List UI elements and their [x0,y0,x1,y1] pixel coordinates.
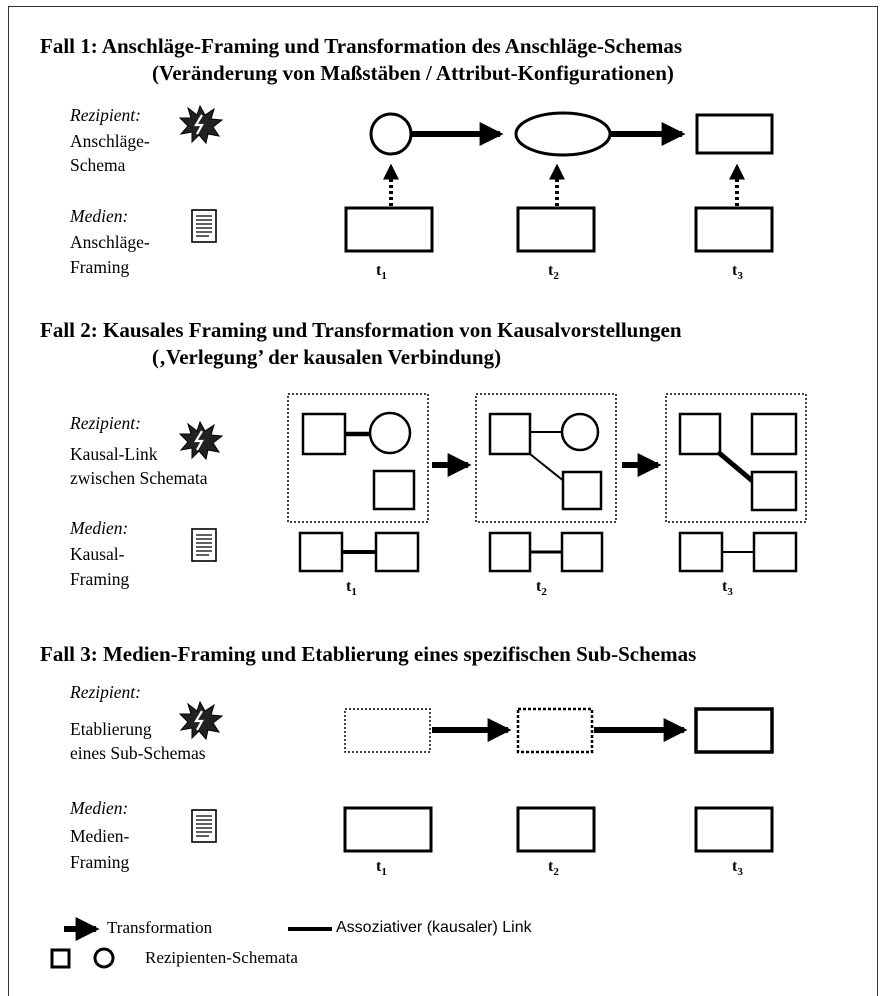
case3-media-line1: Medien- [70,826,130,846]
case2-t1-label: t1 [346,578,357,599]
burst-icon [178,420,224,461]
case2-t3-label: t3 [722,578,733,599]
case2-schema-box-t3 [665,393,807,523]
case2-t3-square-a [678,412,722,456]
document-icon [191,528,217,562]
case3-media-head: Medien: [70,798,129,818]
case2-media-t3-square-b [752,531,798,573]
case1-t3-label: t3 [732,262,743,283]
case2-t1-square-a [301,412,347,456]
case2-media-t2-square-b [560,531,604,573]
case2-t2-link-2 [529,453,566,483]
case1-t1-label: t1 [376,262,387,283]
case1-media-frame-t2 [516,206,596,253]
legend-transformation-label: Transformation [107,918,213,937]
legend-circle-schema [93,947,115,969]
case1-recipient-head: Rezipient: [70,105,141,125]
legend-schemata-label: Rezipienten-Schemata [145,948,298,967]
case2-schema-box-t1 [287,393,429,523]
case3-recipient-head: Rezipient: [70,682,141,702]
case3-t2-label: t2 [548,858,559,879]
document-icon [191,209,217,243]
legend-square-schema [50,948,71,969]
case1-recipient-line1: Anschläge- [70,131,150,151]
case3-schema-t3 [694,707,774,754]
case1-t2-label: t2 [548,262,559,283]
case1-recipient-line2: Schema [70,155,126,175]
case2-t2-label: t2 [536,578,547,599]
burst-icon [178,104,224,145]
case2-recipient-line2: zwischen Schemata [70,468,208,488]
case1-media-head: Medien: [70,206,129,226]
burst-icon [178,700,224,741]
document-icon [191,809,217,843]
case2-media-head: Medien: [70,518,129,538]
case2-recipient-line1: Kausal-Link [70,444,158,464]
case2-t2-square-b [561,470,603,511]
case1-title-line2: (Veränderung von Maßstäben / Attribut-Ko… [152,61,674,85]
case1-media-line2: Framing [70,257,130,277]
case2-recipient-head: Rezipient: [70,413,141,433]
case2-media-t1-square-b [374,531,420,573]
case2-t1-circle [368,411,412,455]
case3-title-line1: Fall 3: Medien-Framing und Etablierung e… [40,642,697,666]
case2-media-t3-square-a [678,531,724,573]
case1-media-frame-t1 [344,206,434,253]
case2-schema-box-t2 [475,393,617,523]
case2-t3-square-c [750,412,798,456]
case3-media-frame-t1 [343,806,433,853]
case2-t1-square-b [372,469,416,511]
case2-media-line1: Kausal- [70,544,125,564]
case3-t1-label: t1 [376,858,387,879]
case2-title-line2: (‚Verlegung’ der kausalen Verbindung) [152,345,502,369]
figure-frame [8,6,878,996]
case2-media-line2: Framing [70,569,130,589]
case1-schema-t1 [369,112,413,156]
case3-media-frame-t2 [516,806,596,853]
case3-t3-label: t3 [732,858,743,879]
legend-link-label: Assoziativer (kausaler) Link [336,919,532,936]
case1-title-line1: Fall 1: Anschläge-Framing und Transforma… [40,34,683,58]
case3-media-line2: Framing [70,852,130,872]
case3-schema-t2 [516,707,594,754]
case3-recipient-line1: Etablierung [70,719,152,739]
case2-media-t2-square-a [488,531,532,573]
case2-media-t1-square-a [298,531,344,573]
case1-schema-t2 [514,111,612,157]
case3-recipient-line2: eines Sub-Schemas [70,743,206,763]
case1-schema-t3 [695,113,774,155]
case2-title-line1: Fall 2: Kausales Framing und Transformat… [40,318,682,342]
case2-t2-square-a [488,412,532,456]
case3-schema-t1 [344,708,431,753]
case3-media-frame-t3 [694,806,774,853]
case1-media-frame-t3 [694,206,774,253]
case2-t2-circle [560,412,600,452]
case2-t3-link [716,450,758,486]
case2-t3-square-b [750,470,798,512]
case1-media-line1: Anschläge- [70,232,150,252]
